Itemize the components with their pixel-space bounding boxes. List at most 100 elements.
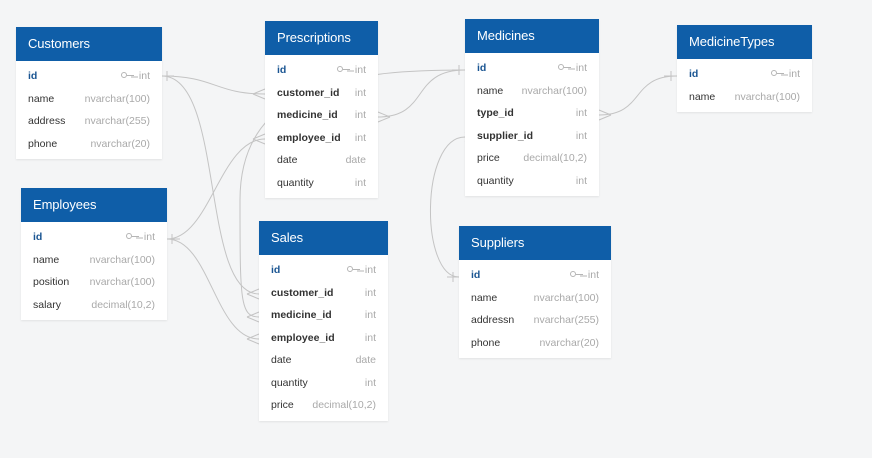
key-icon — [346, 265, 360, 273]
column-type: int — [354, 131, 366, 144]
column-name: medicine_id — [271, 309, 332, 321]
column-type: nvarchar(255) — [533, 314, 599, 326]
column-type: nvarchar(100) — [533, 291, 599, 304]
column-row-id[interactable]: id int — [459, 264, 611, 287]
rel-customers-prescriptions[interactable] — [161, 75, 266, 95]
column-name: name — [33, 253, 60, 266]
column-name: name — [471, 291, 498, 304]
rel-medicines-sales[interactable] — [239, 69, 466, 318]
table-header[interactable]: Employees — [21, 188, 167, 222]
column-row-id[interactable]: id int — [16, 65, 162, 88]
table-medicinetypes[interactable]: MedicineTypes id int name nvarchar(100) — [677, 25, 812, 112]
column-row-id[interactable]: id int — [265, 59, 378, 82]
table-employees[interactable]: Employees id int name nvarchar(100) posi… — [21, 188, 167, 320]
column-name: phone — [471, 336, 501, 349]
column-row-date[interactable]: date date — [259, 349, 388, 372]
column-row-quantity[interactable]: quantity int — [465, 170, 599, 193]
column-type: int — [575, 129, 587, 142]
column-row-price[interactable]: price decimal(10,2) — [465, 147, 599, 170]
column-type: int — [575, 107, 587, 119]
column-name: id — [277, 64, 287, 76]
key-icon — [569, 270, 583, 278]
column-type: nvarchar(255) — [84, 115, 150, 127]
column-row-position[interactable]: position nvarchar(100) — [21, 271, 167, 294]
column-type: int — [575, 174, 587, 187]
column-row-employee-id[interactable]: employee_id int — [259, 327, 388, 350]
column-row-name[interactable]: name nvarchar(100) — [16, 88, 162, 111]
column-row-name[interactable]: name nvarchar(100) — [465, 80, 599, 103]
column-name: employee_id — [271, 331, 335, 344]
column-row-customer-id[interactable]: customer_id int — [265, 82, 378, 105]
column-name: id — [28, 70, 38, 82]
table-header[interactable]: Customers — [16, 27, 162, 61]
column-name: id — [477, 62, 487, 74]
table-header[interactable]: Medicines — [465, 19, 599, 53]
column-type: int — [364, 376, 376, 389]
column-row-id[interactable]: id int — [677, 63, 812, 86]
column-name: name — [689, 90, 716, 103]
column-type: int — [557, 57, 587, 80]
table-header[interactable]: MedicineTypes — [677, 25, 812, 59]
column-name: position — [33, 276, 70, 288]
column-row-quantity[interactable]: quantity int — [259, 372, 388, 395]
column-type: int — [125, 226, 155, 249]
column-name: type_id — [477, 107, 514, 119]
column-row-quantity[interactable]: quantity int — [265, 172, 378, 195]
column-row-customer-id[interactable]: customer_id int — [259, 282, 388, 305]
column-type: date — [355, 354, 376, 366]
column-row-type-id[interactable]: type_id int — [465, 102, 599, 125]
column-row-medicine-id[interactable]: medicine_id int — [265, 104, 378, 127]
column-row-salary[interactable]: salary decimal(10,2) — [21, 294, 167, 317]
rel-customers-sales[interactable] — [161, 75, 260, 295]
column-type: int — [354, 86, 366, 99]
table-header[interactable]: Suppliers — [459, 226, 611, 260]
table-suppliers[interactable]: Suppliers id int name nvarchar(100) addr… — [459, 226, 611, 358]
column-row-id[interactable]: id int — [21, 226, 167, 249]
column-type: decimal(10,2) — [523, 152, 587, 164]
column-type: int — [336, 59, 366, 82]
column-type: decimal(10,2) — [312, 399, 376, 411]
column-type: int — [120, 65, 150, 88]
table-header[interactable]: Sales — [259, 221, 388, 255]
table-sales[interactable]: Sales id int customer_id int medicine_id… — [259, 221, 388, 421]
column-name: supplier_id — [477, 129, 534, 142]
column-type: int — [364, 331, 376, 344]
column-row-name[interactable]: name nvarchar(100) — [459, 287, 611, 310]
key-icon — [557, 63, 571, 71]
column-type: int — [569, 264, 599, 287]
table-medicines[interactable]: Medicines id int name nvarchar(100) type… — [465, 19, 599, 196]
column-name: addressn — [471, 314, 515, 326]
column-row-id[interactable]: id int — [465, 57, 599, 80]
key-icon — [120, 71, 134, 79]
column-row-phone[interactable]: phone nvarchar(20) — [459, 332, 611, 355]
column-row-addressn[interactable]: addressn nvarchar(255) — [459, 309, 611, 332]
column-row-id[interactable]: id int — [259, 259, 388, 282]
rel-medicines-prescriptions[interactable] — [377, 69, 466, 118]
column-name: employee_id — [277, 131, 341, 144]
column-row-date[interactable]: date date — [265, 149, 378, 172]
rel-suppliers-medicines[interactable] — [429, 136, 466, 278]
rel-medicinetypes-medicines[interactable] — [598, 75, 678, 116]
column-row-name[interactable]: name nvarchar(100) — [677, 86, 812, 109]
table-customers[interactable]: Customers id int name nvarchar(100) addr… — [16, 27, 162, 159]
column-name: medicine_id — [277, 109, 338, 121]
column-type: date — [345, 154, 366, 166]
column-row-supplier-id[interactable]: supplier_id int — [465, 125, 599, 148]
column-row-price[interactable]: price decimal(10,2) — [259, 394, 388, 417]
rel-employees-sales[interactable] — [166, 238, 260, 340]
column-type: nvarchar(20) — [90, 137, 150, 150]
table-header[interactable]: Prescriptions — [265, 21, 378, 55]
column-row-address[interactable]: address nvarchar(255) — [16, 110, 162, 133]
column-row-phone[interactable]: phone nvarchar(20) — [16, 133, 162, 156]
rel-employees-prescriptions[interactable] — [166, 138, 266, 240]
column-type: int — [364, 286, 376, 299]
key-icon — [336, 65, 350, 73]
column-row-employee-id[interactable]: employee_id int — [265, 127, 378, 150]
column-type: int — [346, 259, 376, 282]
table-prescriptions[interactable]: Prescriptions id int customer_id int med… — [265, 21, 378, 198]
column-row-medicine-id[interactable]: medicine_id int — [259, 304, 388, 327]
column-row-name[interactable]: name nvarchar(100) — [21, 249, 167, 272]
column-name: date — [271, 354, 292, 366]
